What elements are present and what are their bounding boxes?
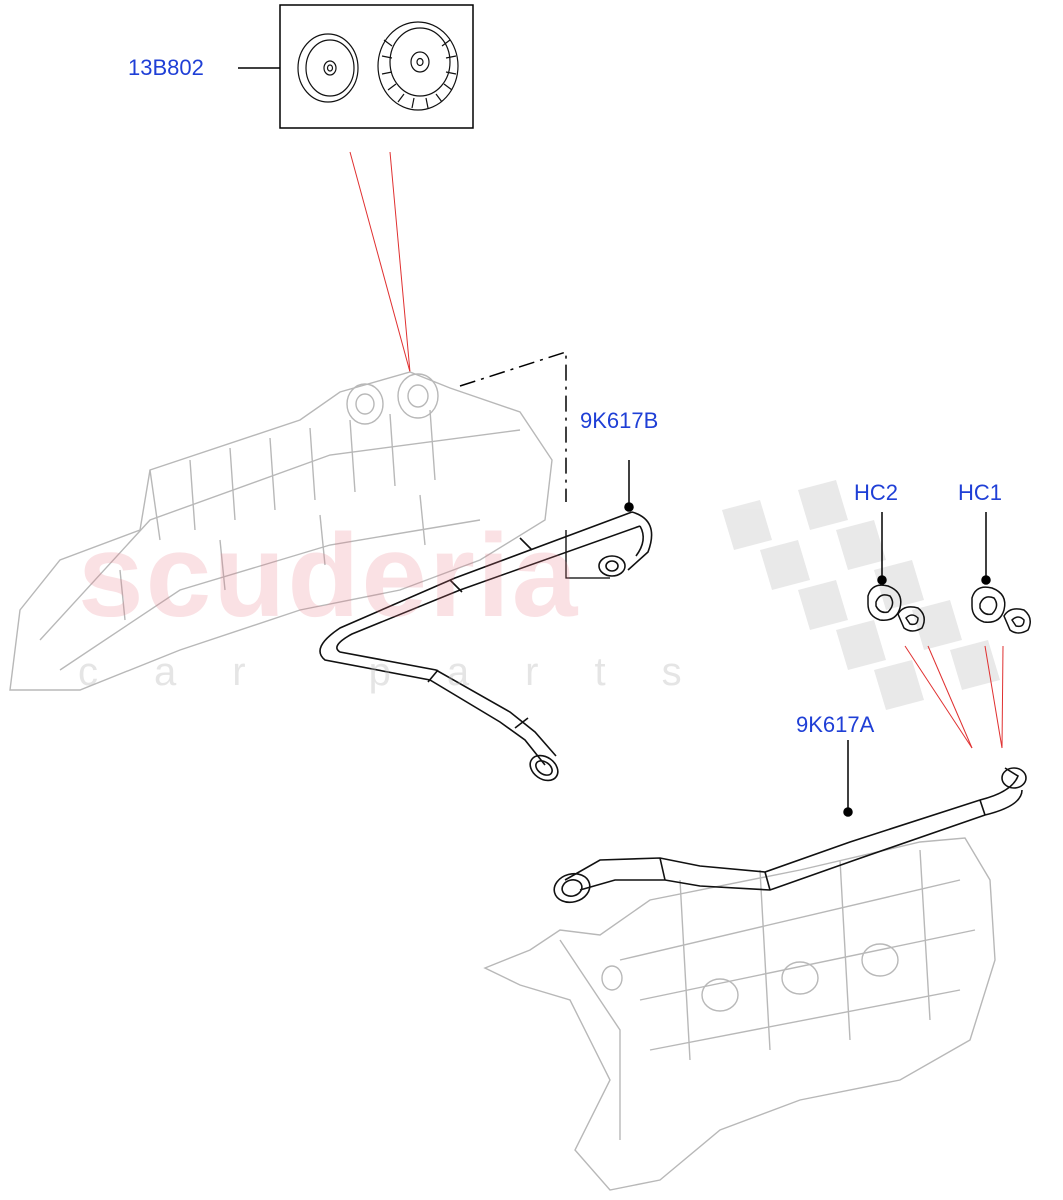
part-label-13b802[interactable]: 13B802 bbox=[128, 55, 204, 80]
breather-hose-9k617b[interactable] bbox=[319, 511, 653, 786]
reference-lines bbox=[349, 151, 1004, 749]
hose-clip-hc2[interactable] bbox=[867, 584, 925, 632]
watermark-tagline: car parts bbox=[78, 650, 738, 694]
part-label-hc2[interactable]: HC2 bbox=[854, 480, 899, 505]
part-label-9k617b[interactable]: 9K617B bbox=[580, 408, 659, 433]
checkered-flag-watermark bbox=[722, 480, 1000, 710]
upper-cover-bracket bbox=[565, 530, 610, 579]
watermark-brand: scuderia bbox=[78, 510, 580, 642]
upper-cover-dashdot bbox=[459, 350, 567, 502]
part-label-9k617a[interactable]: 9K617A bbox=[796, 712, 875, 737]
flat-cap-icon bbox=[297, 33, 359, 103]
breather-hose-9k617a[interactable] bbox=[551, 767, 1027, 906]
upper-cam-cover-ghost bbox=[9, 371, 553, 691]
cap-kit-detail-box[interactable] bbox=[279, 4, 474, 129]
lower-cam-cover-ghost bbox=[483, 837, 996, 1191]
part-label-hc1[interactable]: HC1 bbox=[958, 480, 1003, 505]
ribbed-cap-icon bbox=[377, 21, 459, 111]
leader-lines bbox=[238, 67, 991, 817]
hose-clip-hc1[interactable] bbox=[971, 586, 1031, 634]
